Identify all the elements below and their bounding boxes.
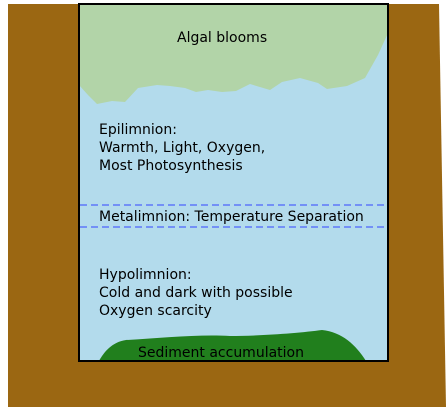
sediment-accumulation-label: Sediment accumulation [138, 345, 304, 361]
epilimnion-line-2: Most Photosynthesis [99, 158, 243, 174]
hypolimnion-line-2: Oxygen scarcity [99, 303, 212, 319]
metalimnion-label: Metalimnion: Temperature Separation [99, 209, 364, 225]
algal-blooms-label: Algal blooms [177, 30, 267, 46]
epilimnion-line-1: Warmth, Light, Oxygen, [99, 140, 265, 156]
hypolimnion-line-1: Cold and dark with possible [99, 285, 293, 301]
hypolimnion-title: Hypolimnion: [99, 267, 192, 283]
epilimnion-title: Epilimnion: [99, 122, 177, 138]
